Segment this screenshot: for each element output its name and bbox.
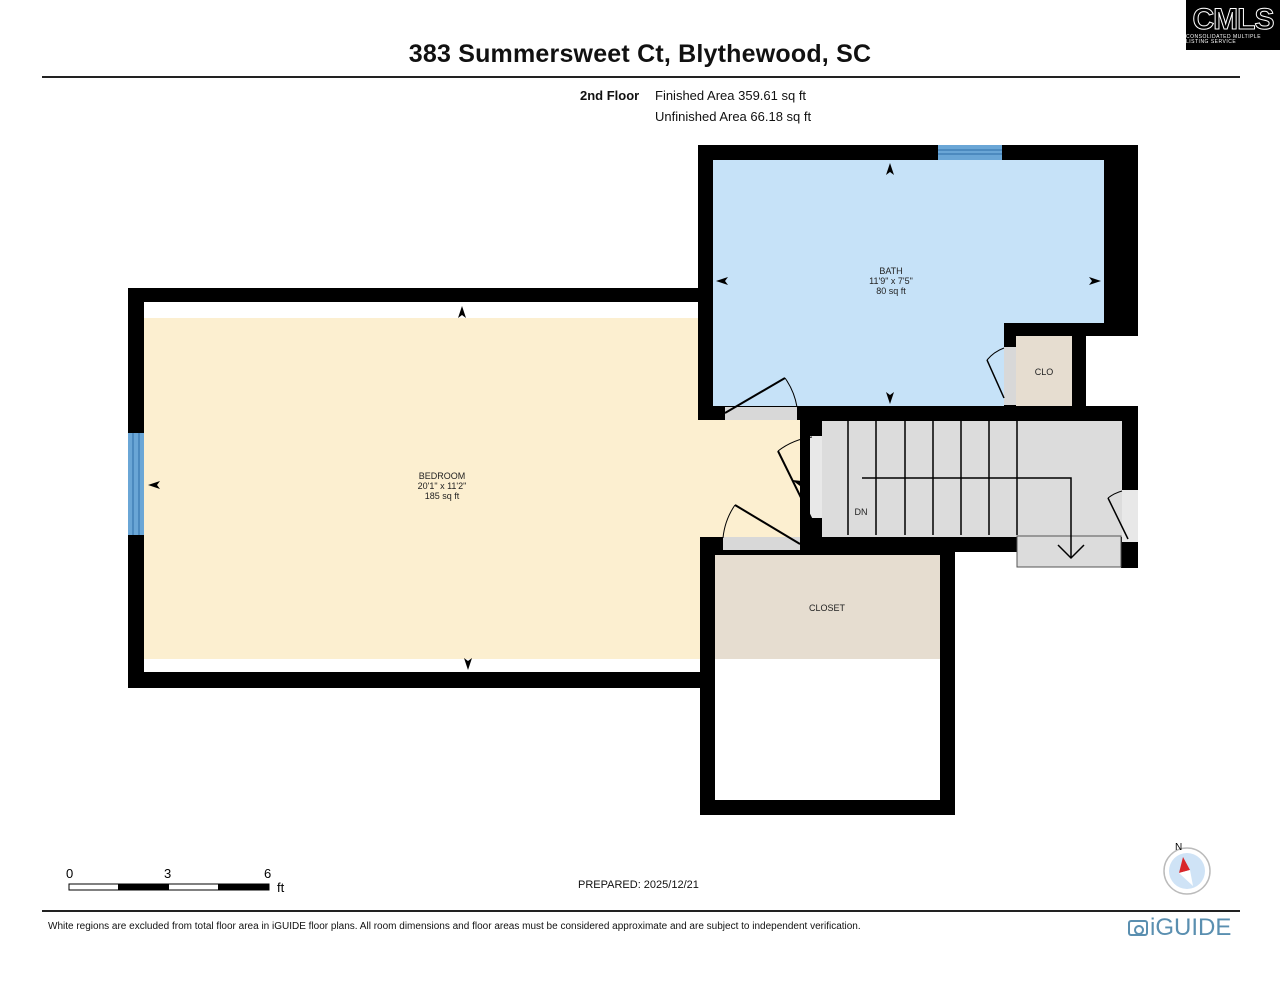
iguide-camera-icon [1128,920,1148,936]
iguide-logo: iGUIDE [1128,914,1231,942]
compass-north-label: N [1175,842,1182,853]
closet-door-threshold [723,537,800,550]
compass-icon: N [1163,842,1211,895]
disclaimer-text: White regions are excluded from total fl… [48,921,861,932]
clo-door[interactable] [986,359,1005,399]
scale-label-6: 6 [264,866,271,881]
bath-name: BATH [879,266,902,276]
floor-label: 2nd Floor [580,88,640,103]
cmls-logo: CMLS CONSOLIDATED MULTIPLE LISTING SERVI… [1186,0,1280,50]
arrow-up-icon [886,163,894,175]
bath-floor [713,160,1104,406]
bedroom-area: 185 sq ft [425,491,460,501]
clo-floor [1016,336,1072,406]
compass-needle-south [1179,870,1193,886]
stairs-label: DN [855,507,868,517]
arrow-left-icon [148,481,160,489]
bath-dimensions: 11'9" x 7'5" [869,276,913,286]
bedroom-dimensions: 20'1" x 11'2" [418,481,467,491]
stairs-floor [822,421,1122,537]
bath-window [938,145,1002,160]
closet-name: CLOSET [809,603,846,613]
closet-floor [715,555,940,659]
bedroom-window [128,433,144,535]
cmls-logo-subtext: CONSOLIDATED MULTIPLE LISTING SERVICE [1186,33,1262,45]
compass-needle-north [1179,857,1190,873]
finished-area: Finished Area 359.61 sq ft [655,88,807,103]
arrow-left-icon [716,277,728,285]
clo: CLO [986,336,1072,406]
scale-label-3: 3 [164,866,171,881]
stair-arrow-down-icon [1057,544,1085,560]
page-title: 383 Summersweet Ct, Blythewood, SC [408,40,872,68]
stairs-door[interactable] [777,450,813,521]
closet: CLOSET [700,504,955,815]
footer-divider [42,910,1240,912]
stairs-side-door[interactable] [1107,497,1129,540]
scale-unit: ft [277,880,285,895]
unfinished-area: Unfinished Area 66.18 sq ft [655,109,812,124]
bath-door-threshold [725,407,797,420]
bath-door[interactable] [724,377,786,414]
arrow-down-icon [886,392,894,404]
cmls-logo-text: CMLS [1192,2,1275,36]
arrow-down-icon [464,658,472,670]
scale-label-0: 0 [66,866,73,881]
stair-direction-line [862,477,1072,558]
closet-door[interactable] [734,504,801,545]
stairs: DN [777,406,1138,568]
arrow-up-icon [458,306,466,318]
iguide-brand: iGUIDE [1150,914,1232,941]
arrow-right-icon [1089,277,1101,285]
bedroom-floor [144,318,714,659]
arrow-right-icon [792,480,802,486]
bedroom: BEDROOM 20'1" x 11'2" 185 sq ft [128,288,812,688]
clo-name: CLO [1035,367,1054,377]
bedroom-name: BEDROOM [419,471,466,481]
header-divider [42,76,1240,78]
bath-area: 80 sq ft [876,286,906,296]
prepared-date: PREPARED: 2025/12/21 [578,879,699,891]
scale-bar: 0 3 6 ft [66,866,285,895]
